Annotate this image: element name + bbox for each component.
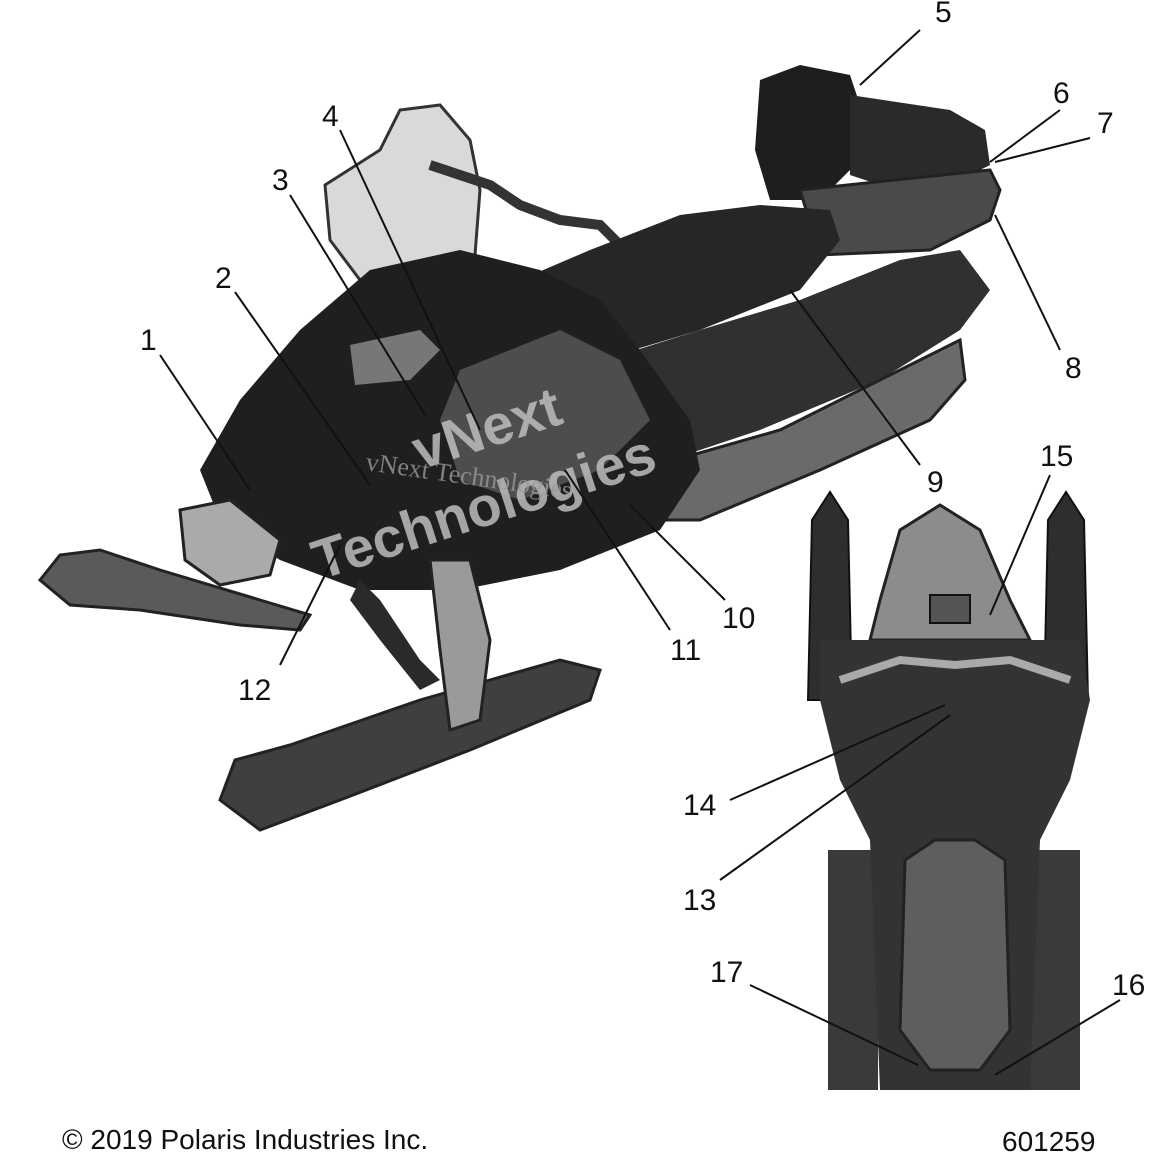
callout-5: 5: [935, 0, 952, 29]
top-view-snowmobile: [806, 490, 1090, 1090]
front-suspension: [350, 580, 440, 690]
leader-17: [749, 984, 919, 1066]
callout-16: 16: [1112, 969, 1145, 1002]
callout-14: 14: [683, 789, 716, 822]
leader-5: [859, 29, 921, 86]
leader-14: [729, 704, 946, 801]
top-seat: [898, 838, 1012, 1072]
track: [638, 337, 967, 522]
copyright-notice: © 2019 Polaris Industries Inc.: [62, 1124, 429, 1155]
leader-8: [994, 214, 1061, 351]
handlebar: [428, 160, 624, 249]
leader-3: [289, 194, 426, 416]
right-ski: [218, 658, 602, 832]
leader-16: [994, 999, 1121, 1076]
callout-11: 11: [670, 634, 701, 667]
callout-13: 13: [683, 884, 716, 917]
callout-8: 8: [1065, 352, 1082, 385]
leader-13: [719, 714, 951, 881]
headlight: [350, 330, 440, 385]
leader-6: [989, 109, 1061, 163]
leader-9: [789, 289, 921, 466]
top-handlebar: [838, 655, 1072, 684]
leader-2: [234, 291, 371, 486]
left-rail: [828, 850, 878, 1090]
callout-2: 2: [215, 262, 232, 295]
part-number: 601259: [1002, 1126, 1096, 1157]
leader-12: [279, 544, 341, 666]
callout-7: 7: [1097, 107, 1114, 140]
leader-7: [994, 137, 1091, 163]
ski-spindle: [428, 558, 492, 733]
backrest: [755, 65, 860, 200]
callout-9: 9: [927, 466, 944, 499]
leader-1: [159, 354, 251, 491]
windshield: [323, 103, 482, 282]
left-ski: [37, 548, 313, 632]
callout-17: 17: [710, 956, 743, 989]
leader-10: [629, 504, 726, 601]
leader-15: [989, 474, 1051, 616]
leader-11: [564, 469, 671, 631]
top-gauge: [929, 594, 971, 624]
callout-1: 1: [140, 324, 157, 357]
callout-3: 3: [272, 164, 289, 197]
callout-labels: 1 2 3 4 5 6 7 8 9 10 11 12 13 14 15 16 1…: [140, 0, 1145, 1002]
leader-lines: [159, 29, 1121, 1076]
callout-15: 15: [1040, 440, 1073, 473]
side-view-snowmobile: [37, 65, 1002, 832]
callout-10: 10: [722, 602, 755, 635]
callout-4: 4: [322, 100, 339, 133]
callout-6: 6: [1053, 77, 1070, 110]
leader-4: [339, 129, 481, 431]
callout-12: 12: [238, 674, 271, 707]
rear-seat: [850, 95, 990, 185]
side-panel: [440, 330, 650, 500]
front-bumper: [178, 498, 282, 587]
